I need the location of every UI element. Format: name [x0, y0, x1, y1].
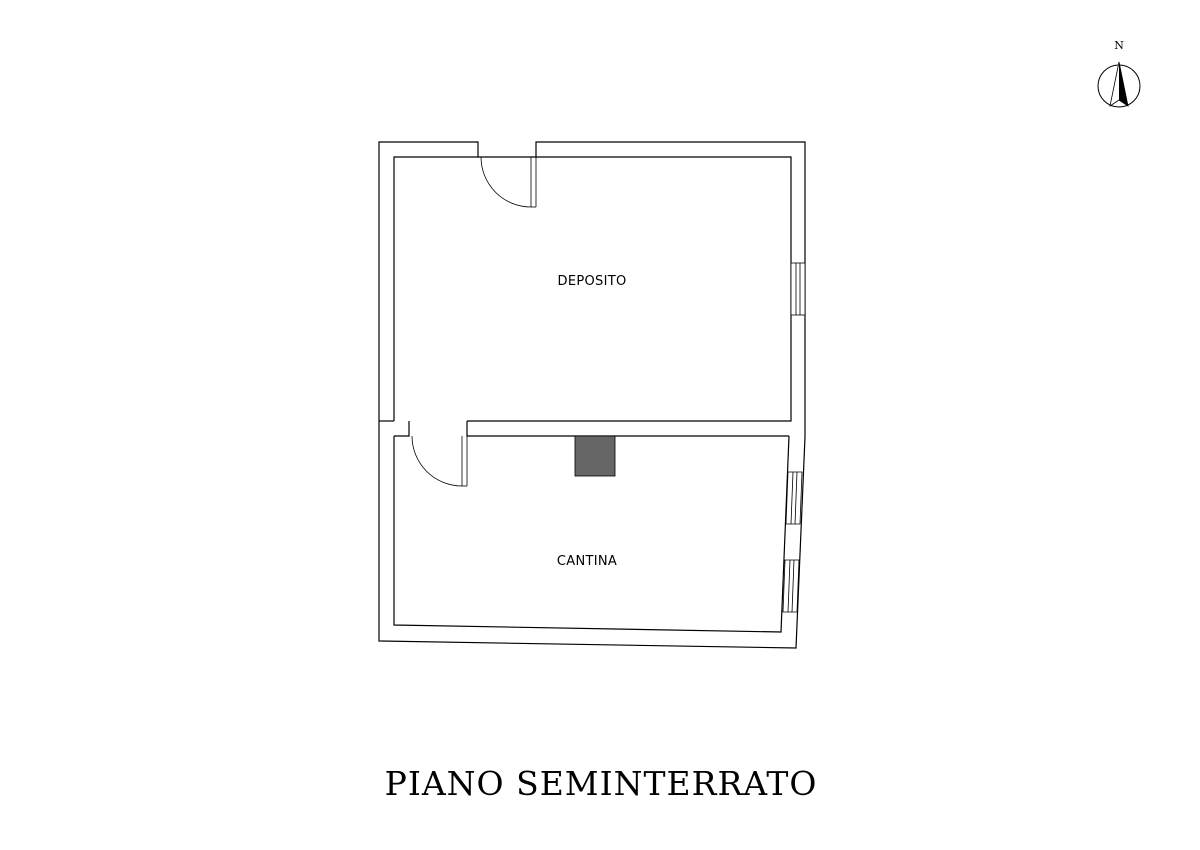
- plan-title: PIANO SEMINTERRATO: [385, 764, 818, 803]
- north-arrow-needle-half: [1119, 62, 1128, 106]
- room-label-deposito: DEPOSITO: [558, 274, 627, 289]
- cantina-inner-wall: [393, 435, 790, 633]
- chimney-block: [574, 435, 616, 477]
- cantina-door-swing: [411, 435, 463, 487]
- deposito-inner-wall-right: [467, 156, 792, 422]
- north-letter: N: [1114, 39, 1124, 52]
- deposito-window: [790, 262, 806, 316]
- outer-wall: [378, 141, 806, 649]
- partition-wall-bottom-left: [394, 421, 410, 437]
- cantina-window-upper: [785, 471, 803, 525]
- building: [378, 141, 806, 649]
- deposito-door-swing: [480, 156, 532, 208]
- north-arrow: N: [1097, 39, 1141, 108]
- deposito-inner-wall: [393, 156, 478, 421]
- partition-wall-bottom-right: [466, 421, 789, 437]
- room-label-cantina: CANTINA: [557, 554, 617, 569]
- cantina-window-lower: [782, 559, 800, 613]
